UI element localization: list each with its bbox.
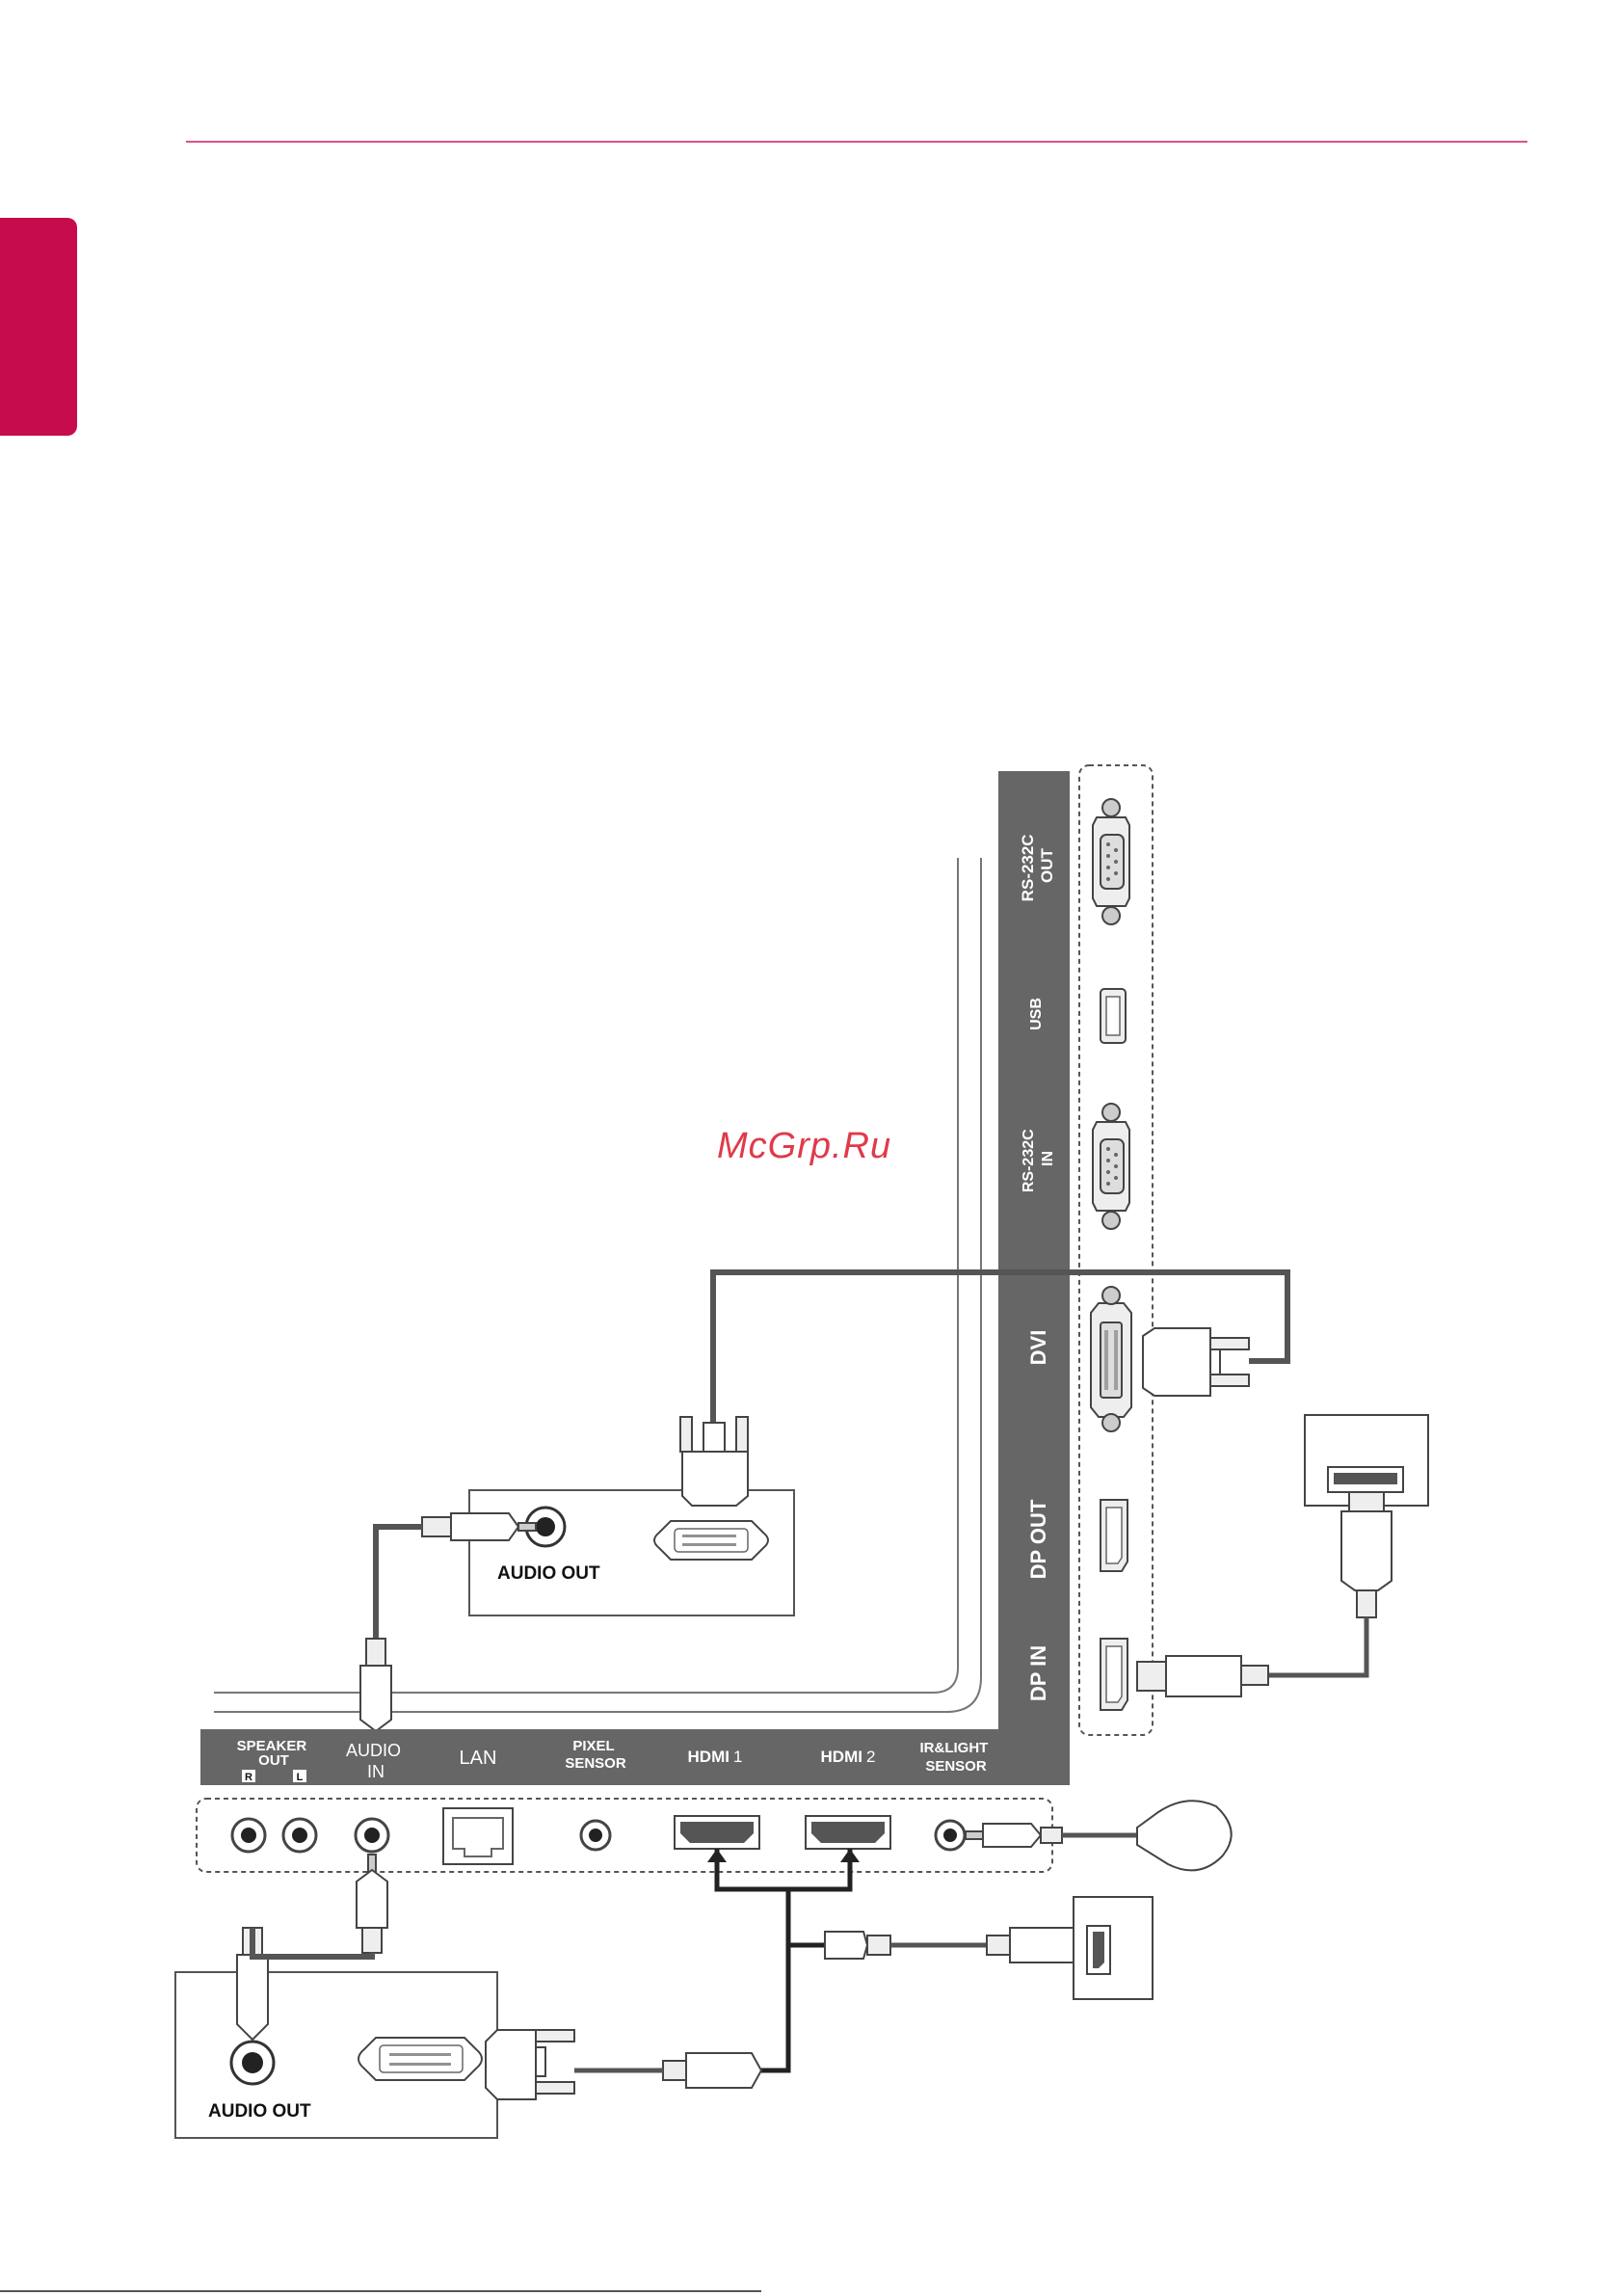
lan-port xyxy=(443,1808,513,1864)
side-ports xyxy=(1091,799,1131,1710)
pixel-sensor-jack xyxy=(581,1821,610,1850)
dvi-label: DVI xyxy=(1026,1330,1050,1366)
dp-in-label: DP IN xyxy=(1026,1645,1050,1701)
dvi-side-port xyxy=(1091,1287,1131,1431)
audio-cable-upper xyxy=(376,1527,422,1639)
ir-sensor-plug xyxy=(966,1824,1062,1847)
dvi-port-lower xyxy=(358,2038,482,2080)
rs232c-in-port xyxy=(1093,1104,1129,1229)
upper-audio-out-label: AUDIO OUT xyxy=(497,1563,600,1584)
ir-sensor-jack xyxy=(936,1821,965,1850)
pixel-sensor-label: PIXEL SENSOR xyxy=(565,1738,626,1772)
audio-cable-lower xyxy=(252,1928,372,1957)
dp-cable xyxy=(1268,1617,1366,1675)
dvi-port-upper xyxy=(654,1521,768,1560)
speaker-r-label: R xyxy=(245,1772,252,1783)
hdmi-plug-b xyxy=(987,1928,1081,1962)
dvi-plug-side xyxy=(1143,1328,1249,1396)
speaker-l-jack xyxy=(283,1819,316,1852)
audio-plug-bottom xyxy=(357,1855,387,1953)
audio-plug-audio-in xyxy=(360,1639,391,1745)
dvi-plug-lower xyxy=(486,2030,574,2099)
watermark: McGrp.Ru xyxy=(717,1126,929,1167)
hdmi-plug-a xyxy=(825,1932,890,1959)
lower-audio-out-label: AUDIO OUT xyxy=(208,2101,311,2122)
speaker-r-jack xyxy=(232,1819,265,1852)
lan-label: LAN xyxy=(460,1748,497,1769)
side-label-bar xyxy=(998,771,1070,1741)
dp-plug-side xyxy=(1137,1656,1268,1696)
audio-in-jack xyxy=(356,1819,388,1852)
hdmi1-port xyxy=(675,1816,759,1849)
audio-out-jack-lower xyxy=(231,2042,274,2084)
bottom-label-bar xyxy=(200,1729,1070,1785)
ir-sensor-icon xyxy=(1137,1801,1232,1870)
bottom-port-panel xyxy=(197,1799,1052,1872)
hdmi-arrows xyxy=(707,1849,860,1862)
speaker-l-label: L xyxy=(297,1772,304,1783)
dp-out-label: DP OUT xyxy=(1026,1499,1050,1579)
rs232c-out-port xyxy=(1093,799,1129,924)
hdmi2-port xyxy=(806,1816,890,1849)
usb-label: USB xyxy=(1028,998,1045,1030)
hdmi-plug-c xyxy=(663,2053,761,2088)
dvi-plug-upper xyxy=(680,1417,748,1506)
hdmi-source-device xyxy=(1074,1897,1153,1999)
dp-plug-top xyxy=(1341,1492,1392,1617)
